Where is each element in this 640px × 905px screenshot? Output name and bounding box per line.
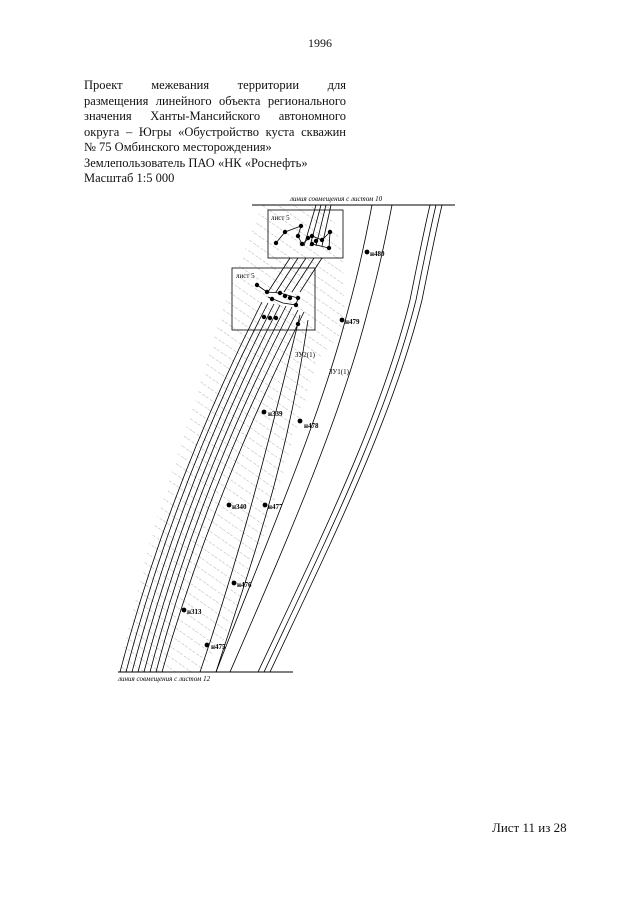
upper-box-vertices bbox=[273, 223, 333, 251]
land-user-line: Землепользователь ПАО «НК «Роснефть» bbox=[84, 155, 308, 170]
connector-lines bbox=[267, 204, 332, 293]
top-combination-caption: линия совмещения с листом 10 bbox=[289, 195, 383, 203]
sheet-5-box-lower bbox=[231, 267, 316, 331]
point-label-n477: н477 bbox=[268, 503, 283, 511]
sheet-5-label-lower: лист 5 bbox=[236, 272, 255, 280]
point-label-n340: н340 bbox=[232, 503, 247, 511]
sheet-5-box-upper bbox=[267, 209, 344, 259]
point-label-n479: н479 bbox=[345, 318, 360, 326]
linear-object-lines-right bbox=[215, 204, 443, 673]
hatched-area bbox=[118, 205, 345, 672]
zone-label-zu1: ЗУ1(1) bbox=[329, 368, 350, 376]
linear-object-lines-left bbox=[119, 301, 309, 673]
sheet-5-label-upper: лист 5 bbox=[271, 214, 290, 222]
scale-line: Масштаб 1:5 000 bbox=[84, 171, 175, 185]
document-title: Проект межевания территории для размещен… bbox=[84, 78, 346, 187]
title-line: № 75 Омбинского месторождения» bbox=[84, 140, 272, 154]
boundary-points bbox=[181, 249, 370, 648]
point-label-n475: н475 bbox=[211, 643, 226, 651]
title-line: округа – Югры «Обустройство куста скважи… bbox=[84, 124, 346, 139]
zone-label-zu2: ЗУ2(1) bbox=[295, 351, 316, 359]
point-label-n313: н313 bbox=[187, 608, 202, 616]
point-label-n480: н480 bbox=[370, 250, 385, 258]
sheet-number: Лист 11 из 28 bbox=[492, 820, 567, 835]
title-line: Проект межевания территории для bbox=[84, 78, 346, 92]
lower-box-vertices bbox=[254, 282, 301, 327]
title-line: значения Ханты-Мансийского автономного bbox=[84, 109, 346, 123]
upper-box-polyline bbox=[275, 225, 331, 249]
point-label-n339: н339 bbox=[268, 410, 283, 418]
point-label-n478: н478 bbox=[304, 422, 319, 430]
page-number: 1996 bbox=[308, 36, 332, 50]
bottom-combination-caption: линия совмещения с листом 12 bbox=[117, 675, 211, 683]
title-line: размещения линейного объекта регионально… bbox=[84, 93, 346, 108]
point-label-n476: н476 bbox=[237, 581, 252, 589]
